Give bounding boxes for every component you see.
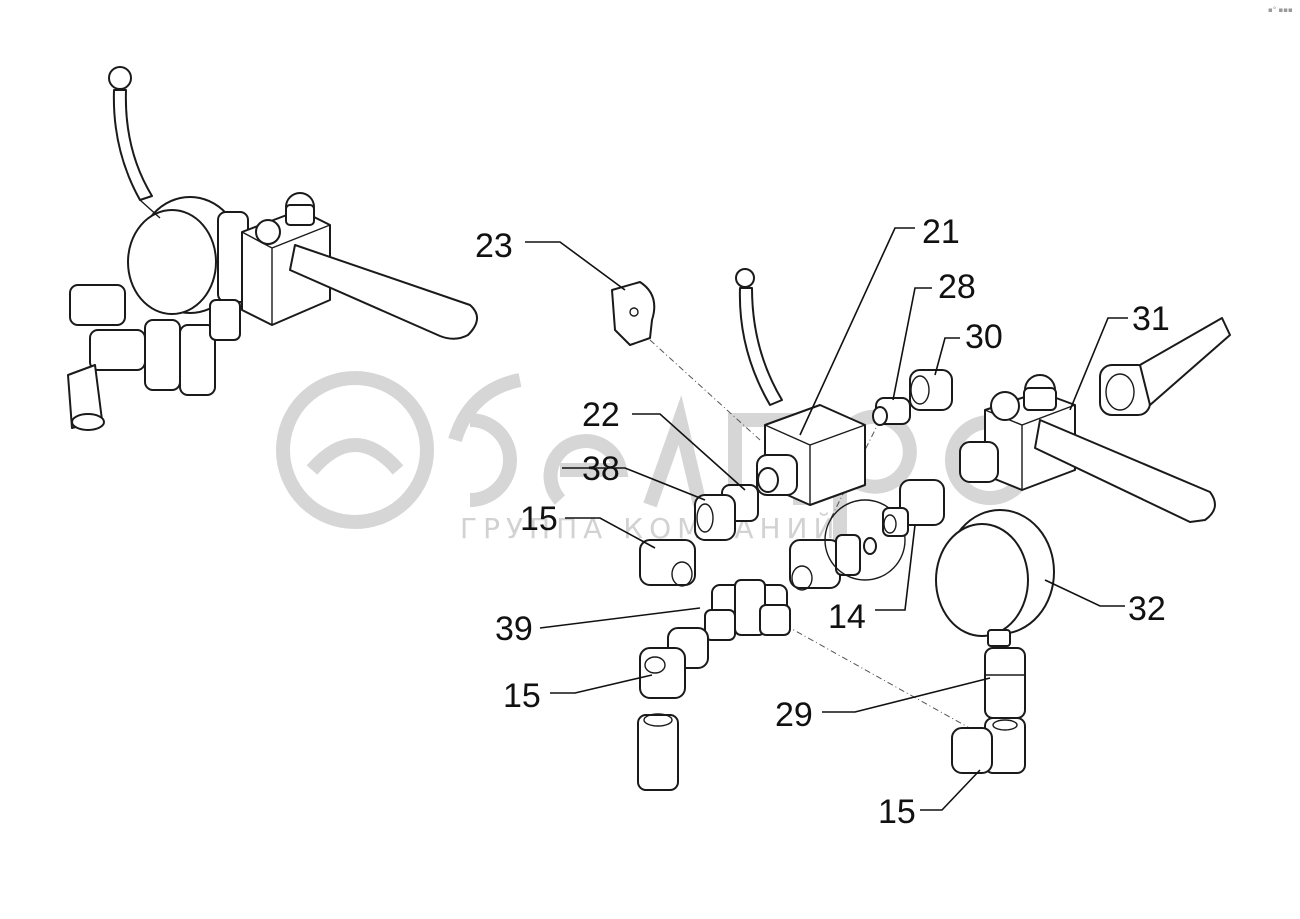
callout-leaders: [525, 227, 1128, 811]
part-15-elbow-right: [951, 717, 1026, 774]
part-28-nipple: [872, 397, 911, 426]
callout-39: 39: [495, 610, 533, 648]
part-39-cross: [704, 579, 791, 641]
callout-28: 28: [938, 268, 976, 306]
part-21-ball-valve: [735, 268, 866, 506]
callout-labels: 23 21 28 30 31 22 38 15 39 14 32 15 29 1…: [475, 213, 1170, 831]
part-32-pressure-gauge: [935, 509, 1055, 647]
part-30-nut: [909, 369, 953, 411]
corner-mark: ▪° ▪▪▪: [1268, 6, 1293, 14]
part-31-valve-with-handle: [959, 317, 1231, 523]
part-29-adapter: [984, 647, 1026, 719]
part-38-nut: [694, 494, 736, 541]
callout-14: 14: [828, 598, 866, 636]
callout-32: 32: [1128, 590, 1166, 628]
callout-30: 30: [965, 318, 1003, 356]
assembled-valve-unit: [67, 66, 478, 431]
callout-31: 31: [1132, 300, 1170, 338]
callout-15-upper: 15: [520, 500, 558, 538]
part-23-bracket: [611, 281, 656, 346]
part-union-fitting: [789, 499, 906, 591]
part-15-elbow-lower: [637, 627, 709, 791]
callout-15-lower: 15: [503, 677, 541, 715]
callout-15-right: 15: [878, 793, 916, 831]
part-14-fitting: [882, 479, 945, 537]
callout-22: 22: [582, 396, 620, 434]
callout-29: 29: [775, 696, 813, 734]
callout-21: 21: [922, 213, 960, 251]
callout-38: 38: [582, 450, 620, 488]
callout-23: 23: [475, 227, 513, 265]
part-15-elbow-upper: [639, 539, 696, 587]
